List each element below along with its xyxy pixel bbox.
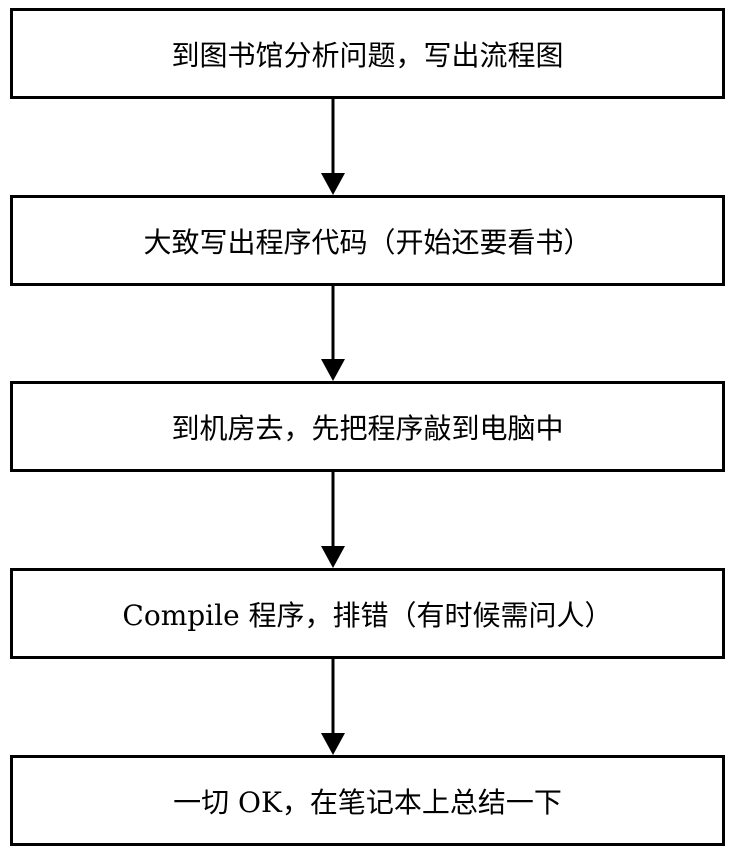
- step-label: 一切 OK，在笔记本上总结一下: [173, 785, 562, 819]
- step-summarize: 一切 OK，在笔记本上总结一下: [10, 755, 725, 846]
- step-label: 到机房去，先把程序敲到电脑中: [171, 411, 564, 445]
- arrow-head: [321, 173, 345, 195]
- step-compile-debug: Compile 程序，排错（有时候需问人）: [10, 568, 725, 659]
- step-label: 大致写出程序代码（开始还要看书）: [143, 225, 592, 259]
- step-label: 到图书馆分析问题，写出流程图: [171, 38, 564, 72]
- arrow-head: [321, 546, 345, 568]
- step-analyze-problem: 到图书馆分析问题，写出流程图: [10, 8, 725, 99]
- step-type-into-computer: 到机房去，先把程序敲到电脑中: [10, 381, 725, 472]
- arrow-head: [321, 359, 345, 381]
- arrow-0-to-1: [321, 99, 345, 195]
- step-write-code: 大致写出程序代码（开始还要看书）: [10, 195, 725, 286]
- arrow-2-to-3: [321, 472, 345, 568]
- step-label: Compile 程序，排错（有时候需问人）: [122, 598, 613, 632]
- arrow-1-to-2: [321, 286, 345, 381]
- arrow-3-to-4: [321, 659, 345, 755]
- arrow-head: [321, 733, 345, 755]
